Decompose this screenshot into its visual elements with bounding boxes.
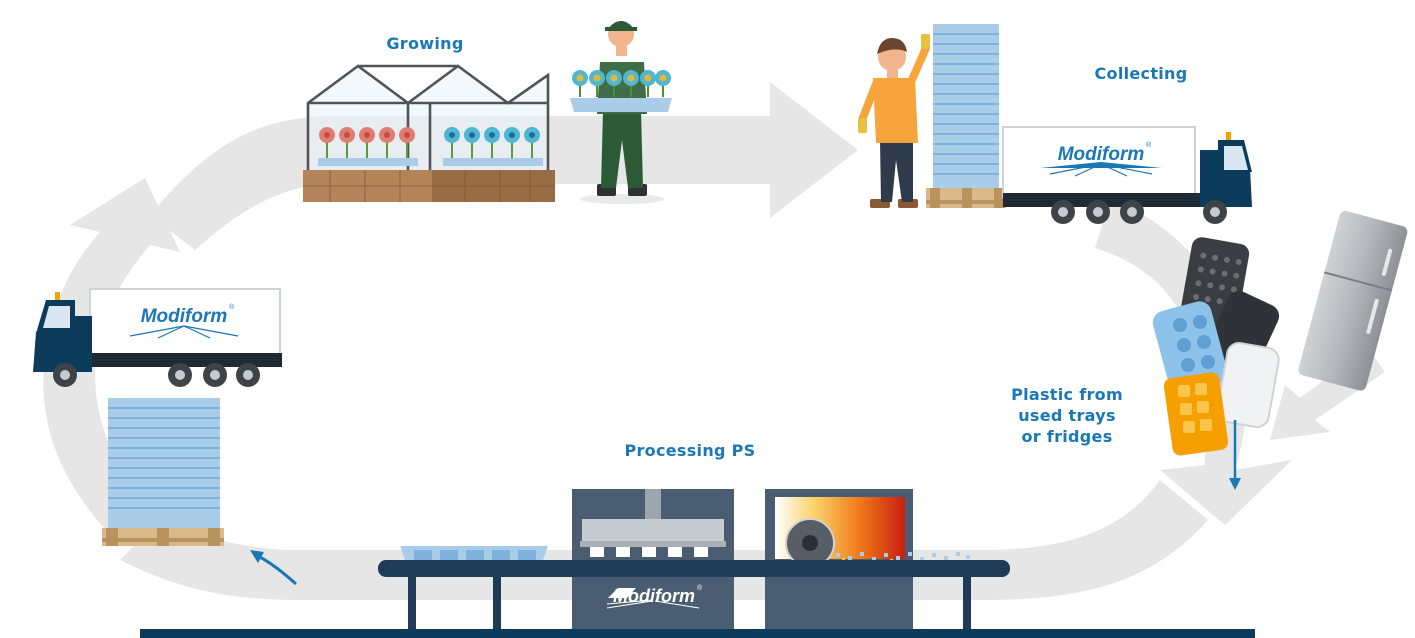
modiform-logo-machine: Modiform ® <box>613 584 703 606</box>
tray-stack-collecting <box>926 24 1006 208</box>
processing-machine <box>140 489 1255 638</box>
svg-text:®: ® <box>229 303 235 311</box>
stage-label-growing: Growing <box>386 34 464 53</box>
plastic-line-2: used trays <box>1018 406 1116 425</box>
fridge <box>1298 210 1408 391</box>
modiform-logo-truck-left: Modiform ® <box>141 303 235 327</box>
plastic-line-1: Plastic from <box>1011 385 1123 404</box>
svg-text:Modiform: Modiform <box>141 306 228 327</box>
truck-collecting <box>1002 126 1252 224</box>
svg-text:Modiform: Modiform <box>1058 144 1145 165</box>
used-trays-pile <box>1152 237 1280 490</box>
blue-flowers <box>443 127 543 166</box>
collector-figure <box>858 34 930 208</box>
truck-left <box>33 288 282 387</box>
svg-text:Modiform: Modiform <box>613 586 695 606</box>
tray-stack-left <box>102 398 224 546</box>
svg-text:®: ® <box>1146 141 1152 149</box>
modiform-logo-truck-collecting: Modiform ® <box>1058 141 1152 165</box>
red-flowers <box>318 127 418 166</box>
stage-label-collecting: Collecting <box>1094 64 1188 83</box>
svg-text:®: ® <box>697 584 703 592</box>
plastic-line-3: or fridges <box>1021 427 1113 446</box>
stage-label-plastic: Plastic from used trays or fridges <box>1006 384 1128 447</box>
stage-label-processing: Processing PS <box>624 441 756 460</box>
greenhouse <box>303 64 555 202</box>
gardener-figure <box>570 21 672 204</box>
curved-arrow-head <box>250 550 264 563</box>
